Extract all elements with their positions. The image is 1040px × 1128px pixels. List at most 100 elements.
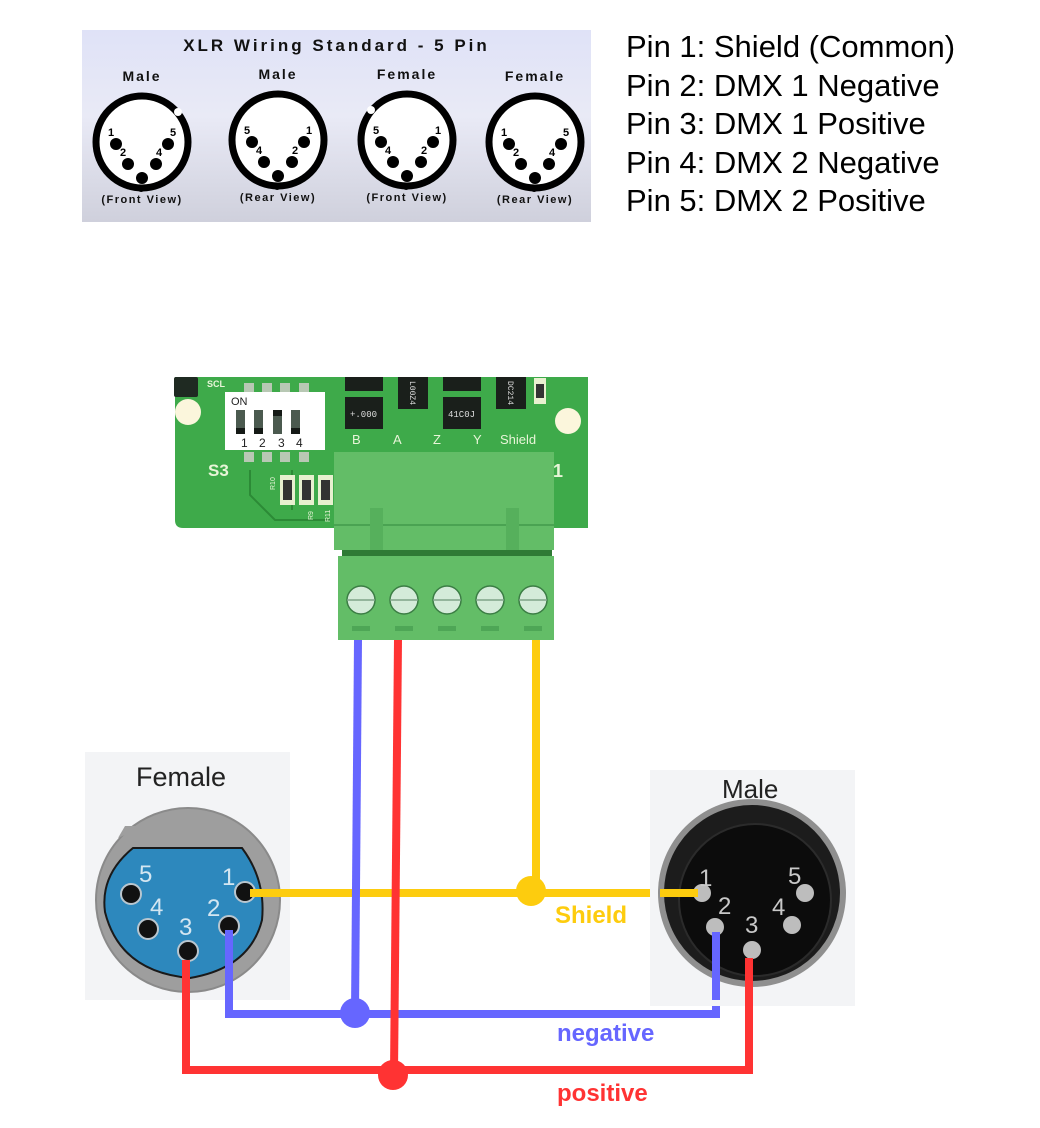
pin-label: 5 bbox=[788, 863, 801, 890]
dip-switch-2[interactable] bbox=[254, 410, 263, 434]
std-view-label: (Front View) bbox=[101, 194, 183, 206]
pin-num: 1 bbox=[306, 125, 312, 137]
pin-label: 4 bbox=[772, 894, 785, 921]
pin-num: 3 bbox=[138, 183, 144, 194]
terminal-label-shield: Shield bbox=[500, 432, 536, 447]
mounting-hole bbox=[175, 399, 201, 425]
pin-assignment: Pin 2: DMX 1 Negative bbox=[626, 67, 940, 103]
std-view-label: (Rear View) bbox=[496, 194, 574, 206]
pin-assignment: Pin 1: Shield (Common) bbox=[626, 29, 956, 64]
std-male-rear: Male 5 4 1 2 3 (Rear View) bbox=[218, 66, 338, 216]
resistor-label: R11 bbox=[325, 510, 332, 522]
pin-num: 3 bbox=[403, 181, 409, 192]
resistor-label: R9 bbox=[308, 511, 315, 520]
pin-label: 1 bbox=[699, 865, 712, 892]
pin-num: 4 bbox=[385, 145, 392, 157]
dip-switch-1[interactable] bbox=[236, 410, 245, 434]
pin-num: 5 bbox=[563, 127, 569, 139]
wire-positive bbox=[390, 639, 402, 1075]
terminal-block bbox=[334, 452, 554, 640]
pin-assignment: Pin 5: DMX 2 Positive bbox=[626, 183, 926, 218]
pcb-component bbox=[174, 377, 198, 397]
pin-label: 4 bbox=[150, 894, 163, 921]
pin-num: 5 bbox=[170, 127, 176, 139]
pin-num: 1 bbox=[108, 127, 114, 139]
pin-num: 2 bbox=[421, 145, 427, 157]
std-gender-label: Female bbox=[376, 66, 438, 82]
dip-num: 4 bbox=[296, 436, 303, 450]
pin-num: 2 bbox=[120, 147, 126, 159]
shield-label: Shield bbox=[555, 902, 628, 929]
standard-title: XLR Wiring Standard - 5 Pin bbox=[183, 36, 490, 55]
pin-num: 2 bbox=[513, 147, 519, 159]
std-gender-label: Male bbox=[122, 68, 162, 84]
pin-num: 1 bbox=[501, 127, 507, 139]
svg-text:+.000: +.000 bbox=[350, 410, 377, 420]
xlr-male-front-icon: 1 2 5 4 3 bbox=[92, 92, 192, 194]
chips: +.000 L00Z4 41C0J DC214 bbox=[345, 377, 546, 429]
terminal-label-y: Y bbox=[473, 432, 482, 447]
mounting-hole bbox=[555, 408, 581, 434]
std-gender-label: Male bbox=[258, 66, 298, 82]
pin-label: 1 bbox=[222, 864, 235, 891]
svg-text:L00Z4: L00Z4 bbox=[407, 381, 416, 405]
pin-assignment: Pin 4: DMX 2 Negative bbox=[626, 144, 940, 180]
std-view-label: (Rear View) bbox=[239, 192, 317, 204]
std-female-front: Female 5 4 1 2 3 (Front View) bbox=[347, 66, 467, 216]
pin-num: 2 bbox=[292, 145, 298, 157]
junction-shield bbox=[516, 876, 546, 906]
pin-assignment: Pin 3: DMX 1 Positive bbox=[626, 106, 926, 141]
pin-num: 3 bbox=[531, 183, 537, 194]
svg-text:41C0J: 41C0J bbox=[448, 410, 475, 420]
dip-on-label: ON bbox=[231, 396, 248, 408]
positive-label: positive bbox=[557, 1080, 648, 1107]
scl-label: SCL bbox=[207, 379, 226, 389]
pin-label: 5 bbox=[139, 861, 152, 888]
dip-num: 1 bbox=[241, 436, 248, 450]
svg-text:DC214: DC214 bbox=[505, 381, 514, 405]
negative-label: negative bbox=[557, 1020, 655, 1047]
xlr-female-rear-icon: 1 2 5 4 3 bbox=[485, 92, 585, 194]
pin-label: 3 bbox=[179, 914, 192, 941]
dip-switch-knob bbox=[236, 428, 245, 434]
std-view-label: (Front View) bbox=[366, 192, 448, 204]
s3-label: S3 bbox=[208, 461, 229, 480]
male-xlr-connector: 1 2 3 4 5 bbox=[650, 770, 855, 1006]
pin-label: 2 bbox=[718, 893, 731, 920]
dip-switch-4[interactable] bbox=[291, 410, 300, 434]
dip-switch-knob bbox=[273, 410, 282, 416]
dip-num: 3 bbox=[278, 436, 285, 450]
dip-switch-knob bbox=[291, 428, 300, 434]
xlr-male-rear-icon: 5 4 1 2 3 bbox=[228, 90, 328, 192]
junction-positive bbox=[378, 1060, 408, 1090]
std-male-front: Male 1 2 5 4 3 (Front View) bbox=[82, 68, 202, 218]
edge-number: 1 bbox=[553, 461, 563, 481]
pin-label: 3 bbox=[745, 912, 758, 939]
wire-positive bbox=[182, 955, 753, 1074]
male-title: Male bbox=[722, 774, 779, 804]
std-gender-label: Female bbox=[504, 68, 566, 84]
resistor-label: R10 bbox=[270, 477, 277, 490]
dip-switch-3[interactable] bbox=[273, 410, 282, 434]
xlr-standard-panel: XLR Wiring Standard - 5 Pin Male 1 2 5 4… bbox=[82, 30, 591, 222]
pin-num: 5 bbox=[373, 125, 379, 137]
resistors: R10 R9 R11 bbox=[270, 475, 333, 522]
female-title: Female bbox=[136, 762, 227, 792]
pin-num: 3 bbox=[274, 181, 280, 192]
pin-num: 1 bbox=[435, 125, 441, 137]
pin-assignment-list: Pin 1: Shield (Common) Pin 2: DMX 1 Nega… bbox=[626, 28, 955, 221]
xlr-female-front-icon: 5 4 1 2 3 bbox=[357, 90, 457, 192]
pin-label: 2 bbox=[207, 895, 220, 922]
wire-negative bbox=[351, 639, 362, 1014]
terminal-label-a: A bbox=[393, 432, 402, 447]
pin-num: 4 bbox=[549, 147, 556, 159]
junction-negative bbox=[340, 998, 370, 1028]
pin-num: 5 bbox=[244, 125, 250, 137]
dip-num: 2 bbox=[259, 436, 266, 450]
pin-num: 4 bbox=[156, 147, 163, 159]
pin-num: 4 bbox=[256, 145, 263, 157]
wire-negative bbox=[225, 925, 720, 1018]
terminal-label-z: Z bbox=[433, 432, 441, 447]
std-female-rear: Female 1 2 5 4 3 (Rear View) bbox=[475, 68, 595, 218]
